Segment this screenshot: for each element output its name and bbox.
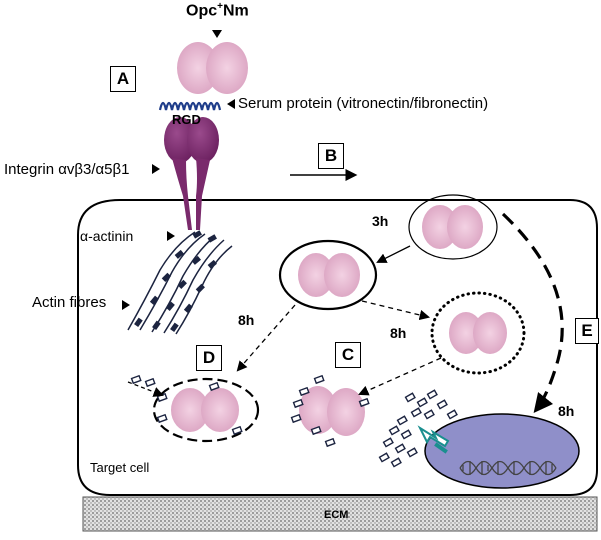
target-cell-label: Target cell bbox=[90, 460, 150, 475]
time-8h-left: 8h bbox=[238, 312, 255, 328]
integrin-label: Integrin αvβ3/α5β1 bbox=[4, 161, 130, 178]
title-suffix: Nm bbox=[222, 2, 249, 20]
vacuole-thick bbox=[278, 239, 378, 311]
ecm-bar bbox=[82, 496, 598, 532]
rgd-label: RGD bbox=[172, 112, 201, 127]
step-b-label: B bbox=[318, 143, 344, 169]
arrow-e bbox=[501, 212, 564, 413]
actin-debris-nucleus bbox=[378, 389, 458, 468]
time-3h: 3h bbox=[372, 213, 389, 229]
pathway-arrows bbox=[127, 245, 442, 397]
rgd-coils bbox=[158, 101, 222, 111]
time-8h-right: 8h bbox=[558, 403, 575, 419]
bacterium-3h bbox=[408, 194, 498, 260]
target-cell-membrane bbox=[77, 199, 598, 496]
pointer-triangles bbox=[122, 30, 235, 310]
vacuole-dashed bbox=[152, 377, 260, 443]
title-sup: + bbox=[217, 1, 223, 12]
actin-fibres bbox=[127, 231, 233, 335]
top-bacterium bbox=[177, 42, 248, 94]
actinin-label: α-actinin bbox=[80, 228, 134, 244]
actin-fibres-label: Actin fibres bbox=[32, 294, 107, 311]
ecm-label: ECM bbox=[324, 509, 349, 521]
actin-debris bbox=[130, 374, 370, 448]
title: Opc+Nm bbox=[186, 2, 249, 19]
nucleus bbox=[424, 413, 580, 489]
nuclear-entry-arrow bbox=[417, 425, 450, 454]
vacuole-dotted bbox=[430, 291, 526, 375]
serum-protein-label: Serum protein (vitronectin/fibronectin) bbox=[238, 95, 489, 112]
title-main: Opc bbox=[186, 2, 218, 20]
time-8h-middle: 8h bbox=[390, 325, 407, 341]
actin-blocks bbox=[134, 230, 217, 332]
dna-helix bbox=[459, 460, 557, 476]
integrin-receptor bbox=[164, 117, 219, 230]
step-c-label: C bbox=[335, 342, 361, 368]
step-d-label: D bbox=[196, 345, 222, 371]
step-a-label: A bbox=[110, 66, 136, 92]
free-bacterium bbox=[299, 386, 365, 436]
step-e-label: E bbox=[575, 318, 599, 344]
